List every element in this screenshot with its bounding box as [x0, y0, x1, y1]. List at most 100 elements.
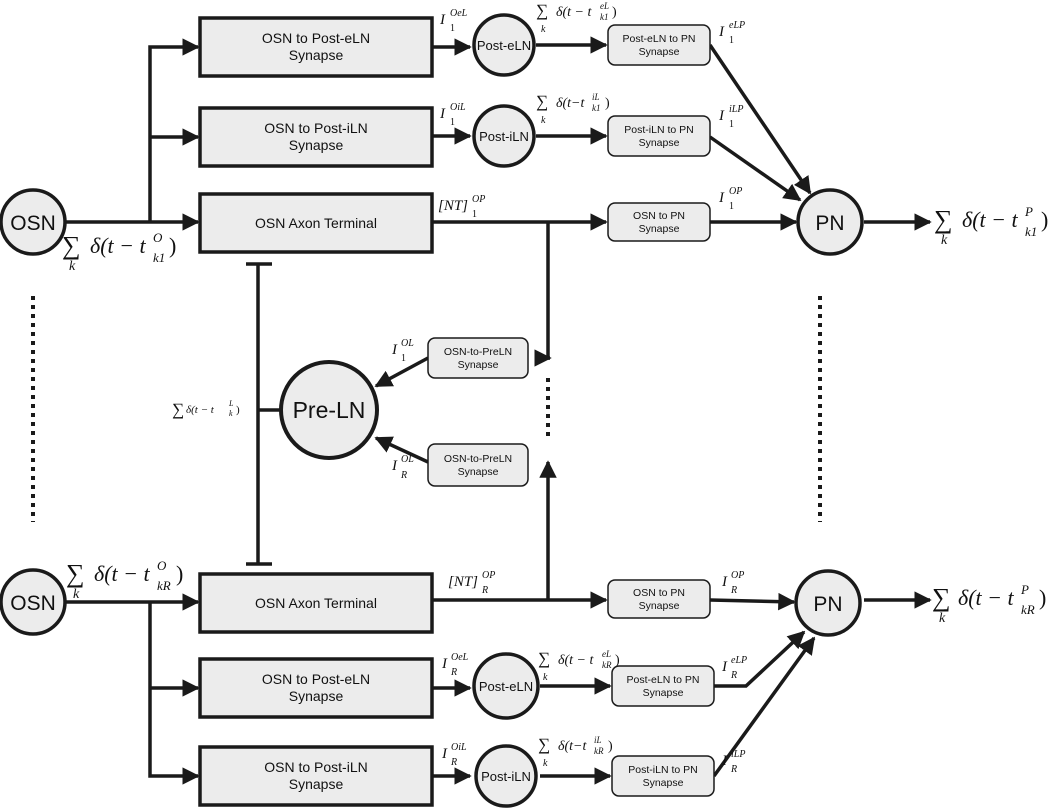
box-label-line1: OSN to Post-iLN — [264, 120, 367, 136]
box-label-line1: Post-eLN to PN — [623, 33, 696, 45]
svg-text:): ) — [169, 233, 176, 258]
node-label: Pre-LN — [293, 397, 366, 423]
box-label-line2: Synapse — [289, 776, 344, 792]
svg-text:k: k — [541, 24, 546, 35]
box-label-line2: Synapse — [639, 137, 680, 149]
svg-text:I: I — [718, 108, 725, 124]
svg-text:): ) — [236, 404, 240, 416]
svg-text:): ) — [1039, 585, 1046, 610]
node-label: PN — [815, 212, 844, 235]
svg-text:I: I — [718, 24, 725, 40]
svg-text:I: I — [439, 12, 446, 28]
post-eln-to-pn-synapse-bottom-box: Post-eLN to PN Synapse — [611, 665, 715, 707]
svg-text:R: R — [450, 757, 457, 768]
osn-axon-terminal-top-box: OSN Axon Terminal — [198, 192, 434, 254]
post-eln-node-bottom: Post-eLN — [472, 652, 540, 720]
box-label-line1: OSN to Post-iLN — [264, 759, 367, 775]
svg-text:k1: k1 — [153, 250, 165, 265]
iln-pn-to-pn-top-line — [708, 135, 802, 202]
box-label-line2: Synapse — [643, 777, 684, 789]
box-label: OSN Axon Terminal — [255, 595, 377, 611]
box-label-line1: Post-iLN to PN — [628, 764, 697, 776]
post-iln-node-bottom: Post-iLN — [474, 744, 538, 808]
pn-node-top: PN — [796, 188, 864, 256]
svg-text:δ(t−t: δ(t−t — [558, 739, 588, 754]
spike-sum-osn-top: ∑ k δ(t − t O k1 ) — [62, 230, 176, 274]
svg-text:1: 1 — [450, 117, 455, 128]
svg-text:): ) — [612, 5, 617, 20]
ellipsis-dots — [31, 296, 822, 522]
svg-text:I: I — [441, 656, 448, 672]
svg-text:δ(t−t: δ(t−t — [556, 96, 586, 111]
svg-text:R: R — [400, 470, 407, 481]
svg-text:δ(t − t: δ(t − t — [556, 5, 593, 20]
svg-text:): ) — [176, 561, 183, 586]
eln-pn-to-pn-top-line — [708, 44, 812, 195]
svg-text:I: I — [721, 659, 728, 675]
svg-text:I: I — [721, 574, 728, 590]
osn-node-bottom: OSN — [0, 568, 67, 636]
svg-text:∑: ∑ — [536, 1, 548, 20]
svg-text:k: k — [69, 259, 76, 274]
svg-text:R: R — [730, 764, 737, 775]
svg-text:R: R — [730, 585, 737, 596]
current-label-ir-oil: I R OiL — [441, 742, 467, 768]
svg-text:k: k — [229, 409, 233, 418]
svg-text:I: I — [441, 746, 448, 762]
spike-sum-osn-bottom: ∑ k δ(t − t O kR ) — [66, 558, 183, 602]
preln-syn-r-to-preln-line — [374, 436, 429, 464]
spike-sum-preln: ∑ δ(t − t L k ) — [172, 399, 240, 419]
current-label-i1-ilp: I 1 iLP — [718, 104, 743, 130]
svg-text:R: R — [481, 585, 488, 596]
osn-to-pn-synapse-top-box: OSN to PN Synapse — [607, 202, 711, 242]
current-label-ir-oel: I R OeL — [441, 652, 469, 678]
svg-text:∑: ∑ — [66, 559, 85, 588]
box-label-line1: OSN to PN — [633, 587, 685, 599]
osn-pn-to-pn-bottom-line — [709, 592, 796, 611]
svg-text:P: P — [1020, 582, 1029, 597]
osn-to-iln-synapse-bottom-line — [148, 602, 200, 785]
box-label-line1: OSN to PN — [633, 210, 685, 222]
nt-label-r-op: [NT] R OP — [448, 570, 495, 596]
svg-text:k: k — [543, 758, 548, 769]
svg-text:1: 1 — [729, 35, 734, 46]
svg-text:k1: k1 — [592, 103, 601, 113]
current-label-i1-oil: I 1 OiL — [439, 102, 466, 128]
post-iln-to-pn-synapse-bottom-box: Post-iLN to PN Synapse — [611, 755, 715, 797]
osn-post-eln-synapse-bottom-box: OSN to Post-eLN Synapse — [198, 657, 434, 719]
post-eln-to-pn-synapse-top-box: Post-eLN to PN Synapse — [607, 24, 711, 66]
osn-to-eln-synapse-top-line — [148, 38, 200, 222]
svg-text:iL: iL — [594, 735, 602, 745]
svg-text:P: P — [1024, 204, 1033, 219]
current-label-ir-ol: I R OL — [391, 454, 414, 481]
box-label-line2: Synapse — [289, 688, 344, 704]
svg-text:R: R — [730, 670, 737, 681]
svg-text:O: O — [157, 558, 167, 573]
svg-text:δ(t − t: δ(t − t — [186, 404, 215, 416]
spike-sum-iln-top: ∑ k δ(t−t iL k1 ) — [536, 92, 610, 126]
svg-text:I: I — [391, 458, 398, 474]
svg-text:eLP: eLP — [731, 655, 747, 666]
svg-text:k1: k1 — [600, 12, 609, 22]
node-label: Post-eLN — [477, 38, 531, 53]
svg-text:1: 1 — [401, 353, 406, 364]
box-label-line1: OSN to Post-eLN — [262, 30, 370, 46]
svg-text:1: 1 — [729, 119, 734, 130]
svg-text:OP: OP — [731, 570, 744, 581]
svg-text:1: 1 — [450, 23, 455, 34]
box-label-line2: Synapse — [289, 47, 344, 63]
svg-text:R: R — [450, 667, 457, 678]
svg-text:k1: k1 — [1025, 224, 1037, 239]
svg-text:L: L — [228, 399, 234, 408]
box-label: OSN Axon Terminal — [255, 215, 377, 231]
nt-label-1-op: [NT] 1 OP — [438, 194, 485, 220]
svg-text:I: I — [718, 190, 725, 206]
svg-text:δ(t − t: δ(t − t — [958, 585, 1015, 610]
svg-text:kR: kR — [157, 578, 171, 593]
preln-syn-1-to-preln-line — [374, 356, 429, 388]
box-label-line2: Synapse — [458, 466, 499, 478]
current-label-ir-op: I R OP — [721, 570, 744, 596]
svg-text:OeL: OeL — [450, 8, 468, 19]
current-label-ir-ilp: I R iLP — [721, 749, 745, 775]
post-eln-node-top: Post-eLN — [472, 13, 536, 77]
